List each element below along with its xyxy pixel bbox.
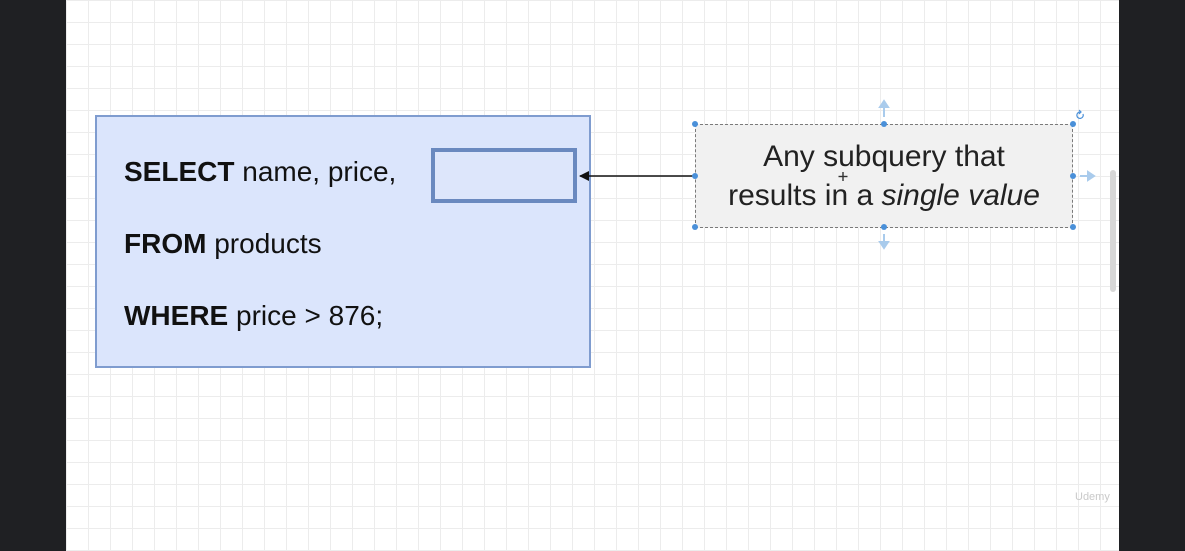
note-text: Any subquery that results in a single va… <box>728 137 1040 215</box>
sql-from-line: FROM products <box>124 228 322 260</box>
note-line-2-italic: single value <box>881 179 1040 212</box>
sql-query-box[interactable]: SELECT name, price, FROM products WHERE … <box>95 115 591 368</box>
sql-select-keyword: SELECT <box>124 156 235 187</box>
sql-select-line: SELECT name, price, <box>124 156 396 188</box>
sql-where-line: WHERE price > 876; <box>124 300 383 332</box>
note-text-box[interactable]: Any subquery that results in a single va… <box>695 124 1073 228</box>
sql-where-keyword: WHERE <box>124 300 229 331</box>
sql-where-condition: price > 876; <box>236 300 384 331</box>
sql-from-table: products <box>214 228 322 259</box>
sql-select-columns: name, price, <box>242 156 397 187</box>
subquery-placeholder-box[interactable] <box>431 148 577 203</box>
sql-from-keyword: FROM <box>124 228 207 259</box>
diagram-canvas[interactable] <box>66 0 1119 551</box>
udemy-watermark: Udemy <box>1075 491 1110 503</box>
note-line-2-prefix: results in a <box>728 179 882 212</box>
note-line-1: Any subquery that <box>763 140 1005 173</box>
vertical-scrollbar[interactable] <box>1110 170 1116 292</box>
